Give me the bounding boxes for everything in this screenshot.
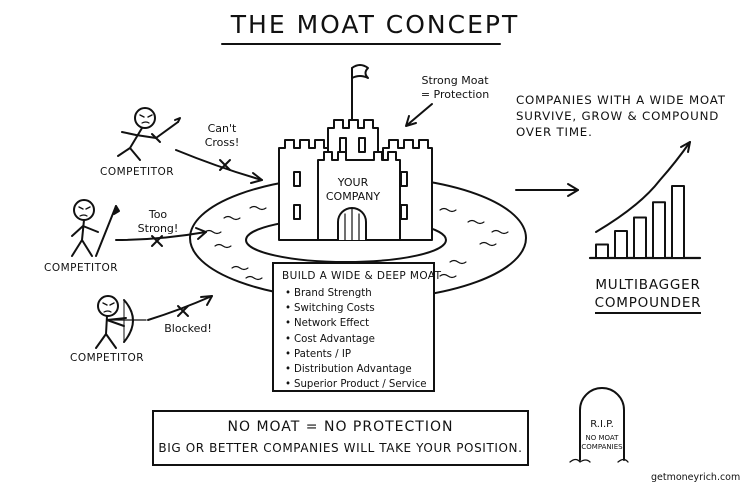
list-item: Switching Costs [282,301,425,316]
sword-icon [151,117,181,143]
list-item: Distribution Advantage [282,362,425,377]
competitor-3-label: COMPETITOR [70,352,145,364]
growth-bar-5 [671,185,685,259]
growth-chart [588,141,702,260]
wide-moat-line3: OVER TIME. [516,125,593,139]
competitor-2-label: COMPETITOR [44,262,119,274]
list-item: Superior Product / Service [282,377,427,392]
competitor-1-figure [117,107,181,161]
wide-moat-statement: COMPANIES WITH A WIDE MOAT SURVIVE, GROW… [516,92,741,140]
moat-builders-heading: BUILD A WIDE & DEEP MOAT [282,270,442,282]
no-moat-box: NO MOAT = NO PROTECTION BIG OR BETTER CO… [152,410,529,466]
tombstone-rip: R.I.P. [590,419,614,430]
moat-builders-box: BUILD A WIDE & DEEP MOAT Brand Strength … [272,262,442,392]
no-moat-line2: BIG OR BETTER COMPANIES WILL TAKE YOUR P… [158,441,523,455]
competitor-1-status-line1: Can't [207,122,237,135]
list-item: Brand Strength [282,286,425,301]
multibagger-line2: COMPOUNDER [594,294,702,314]
castle [278,64,433,241]
wide-moat-line1: COMPANIES WITH A WIDE MOAT [516,93,726,107]
castle-label-line2: COMPANY [325,190,381,203]
list-item: Network Effect [282,316,425,331]
blocked-arrow-2 [115,227,207,247]
list-item: Patents / IP [282,347,425,362]
credit-text: getmoneyrich.com [651,472,741,483]
wide-moat-line2: SURVIVE, GROW & COMPOUND [516,109,720,123]
tombstone [569,387,629,463]
competitor-2-figure [71,199,120,257]
page-title: THE MOAT CONCEPT [230,10,520,39]
blocked-arrow-3 [147,295,213,321]
spear-icon [95,205,120,257]
growth-bar-2 [614,230,628,259]
growth-bar-4 [652,201,666,259]
tombstone-line2: NO MOAT [585,434,619,442]
list-item: Cost Advantage [282,332,425,347]
growth-bar-3 [633,216,647,259]
competitor-2-status-line1: Too [148,208,168,221]
strong-moat-arrow [405,103,433,127]
multibagger-line1: MULTIBAGGER [595,277,701,293]
competitor-1-label: COMPETITOR [100,166,175,178]
growth-arrow [515,183,579,197]
growth-bar-1 [595,243,609,259]
competitor-3-figure [95,295,147,349]
competitor-2-status-line2: Strong! [137,222,179,235]
tombstone-line3: COMPANIES [581,443,623,451]
bow-icon [109,299,147,343]
competitor-3-status-line1: Blocked! [164,322,212,335]
castle-label-line1: YOUR [337,176,369,189]
multibagger-label: MULTIBAGGER COMPOUNDER [588,276,708,314]
blocked-arrow-1 [175,149,263,184]
competitor-1-status-line2: Cross! [204,136,240,149]
moat-builders-list: Brand Strength Switching Costs Network E… [282,286,427,392]
no-moat-line1: NO MOAT = NO PROTECTION [227,419,454,435]
strong-moat-note-line1: Strong Moat [421,74,489,87]
strong-moat-note-line2: = Protection [420,88,490,101]
